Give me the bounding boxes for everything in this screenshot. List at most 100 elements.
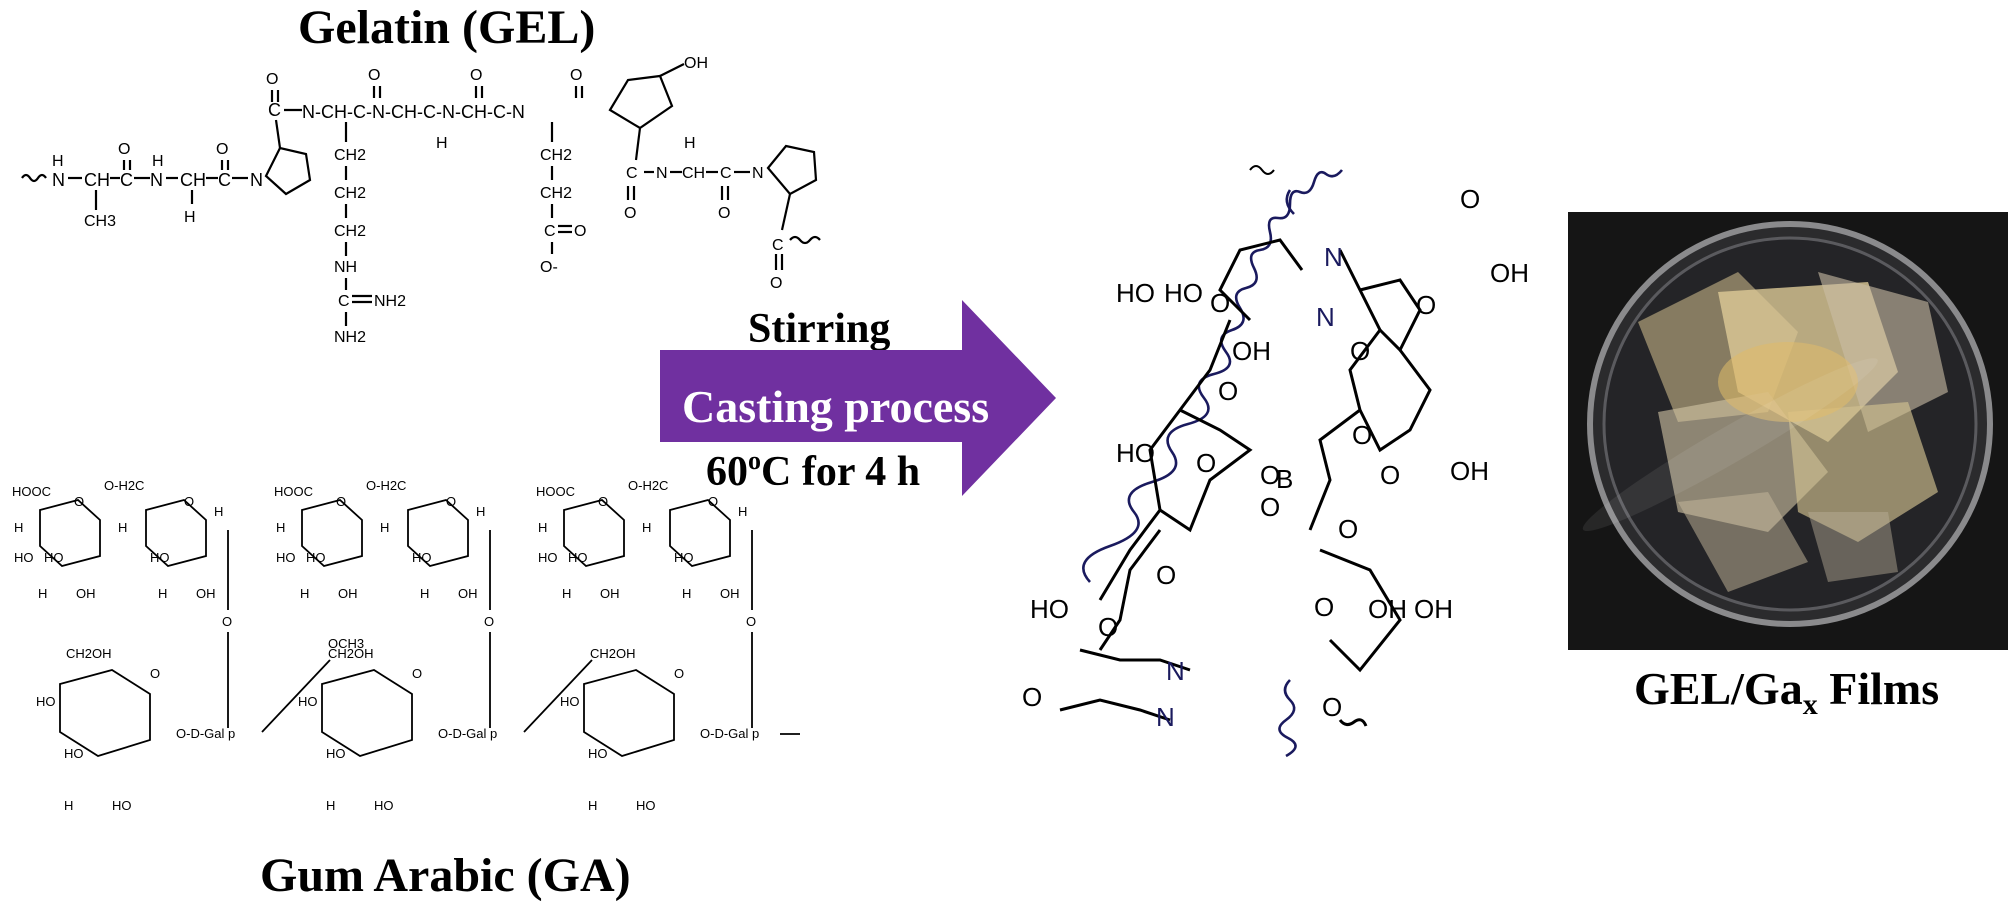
ch2-label: CH2 — [540, 185, 572, 202]
ch2oh-label: CH2OH — [66, 646, 112, 661]
oh-label: OH — [196, 586, 216, 601]
gal-p-label: O-D-Gal p — [176, 726, 235, 741]
gum-arabic-title: Gum Arabic (GA) — [260, 849, 631, 902]
c-label: C — [720, 165, 732, 182]
ho-label: HO — [64, 746, 84, 761]
h-label: H — [14, 520, 23, 535]
temp-suffix: C for 4 h — [761, 449, 921, 495]
o-label: O — [216, 141, 228, 158]
o-label: O — [570, 67, 582, 84]
n-label: N — [752, 165, 764, 182]
ch-label: CH — [180, 170, 206, 190]
ho-label: HO — [14, 550, 34, 565]
films-photo — [1568, 212, 2008, 650]
ch3-label: CH3 — [84, 213, 116, 230]
n-label: N — [656, 165, 668, 182]
c-label: C — [218, 170, 231, 190]
gelatin-structure: N H CH CH3 C O N H CH H C O N C O N-CH-C… — [21, 55, 821, 346]
o-label: O — [1352, 420, 1372, 450]
o-label: O — [624, 205, 636, 222]
o-minus-label: O- — [540, 259, 558, 276]
n-label: N — [150, 170, 163, 190]
ch2-label: CH2 — [334, 185, 366, 202]
o-label: O — [368, 67, 380, 84]
imine-n-label: N — [1324, 242, 1343, 272]
ch2-label: CH2 — [334, 147, 366, 164]
o-label: O — [1350, 336, 1370, 366]
ho-label: HO — [150, 550, 170, 565]
h-label: H — [118, 520, 127, 535]
nh2-label: NH2 — [374, 293, 406, 310]
o-label: O — [1322, 692, 1342, 722]
o-label: O — [1210, 288, 1230, 318]
films-title: GEL/Gax Films — [1634, 666, 1939, 720]
ho-label: HO — [44, 550, 64, 565]
ho-label: HO — [1164, 278, 1203, 308]
film-pieces — [1638, 272, 1948, 592]
o-label: O — [1260, 492, 1280, 522]
casting-arrow-icon — [660, 300, 1056, 496]
temp-value: 60 — [706, 449, 748, 495]
o-label: O — [1460, 184, 1480, 214]
o-label: O — [1156, 560, 1176, 590]
boron-label: B — [1276, 464, 1293, 494]
c-label: C — [338, 293, 350, 310]
oh-label: OH — [1368, 594, 1407, 624]
ch2-label: CH2 — [540, 147, 572, 164]
ga-lower-unit: CH2OH O HO HO HO H O-D-Gal p — [36, 646, 235, 813]
ho-label: HO — [1030, 594, 1069, 624]
oh-label: OH — [684, 55, 708, 72]
films-title-subscript: x — [1802, 688, 1818, 721]
h-label: H — [684, 135, 696, 152]
o-label: O — [150, 666, 160, 681]
o-label: O — [1260, 460, 1280, 490]
c-label: C — [268, 100, 281, 120]
oh-label: OH — [1450, 456, 1489, 486]
h-label: H — [38, 586, 47, 601]
films-title-tail: Films — [1817, 663, 1940, 714]
ga-repeat-unit: HOOC O-H2C O H HO HO OH H O H H HO H OH … — [12, 478, 232, 728]
c-label: C — [544, 223, 556, 240]
o-label: O — [1338, 514, 1358, 544]
h-label: H — [436, 135, 448, 152]
o-label: O — [1218, 376, 1238, 406]
gum-arabic-structure: HOOC O-H2C O H HO HO OH H O H H HO H OH … — [12, 477, 800, 814]
o-label: O — [574, 223, 586, 240]
gelatin-title: Gelatin (GEL) — [298, 1, 596, 54]
o-label: O — [718, 205, 730, 222]
films-title-main: GEL/Ga — [1634, 663, 1803, 714]
o-label: O — [770, 275, 782, 292]
temperature-label: 60oC for 4 h — [706, 446, 921, 495]
n-label: N — [250, 170, 263, 190]
nh2-label: NH2 — [334, 329, 366, 346]
oh-label: OH — [76, 586, 96, 601]
imine-n-label: N — [1156, 702, 1175, 732]
degree-symbol: o — [748, 446, 761, 475]
o-h2c-label: O-H2C — [104, 478, 144, 493]
ch2-label: CH2 — [334, 223, 366, 240]
nh-label: NH — [334, 259, 357, 276]
o-label: O — [74, 494, 84, 509]
o-label: O — [1196, 448, 1216, 478]
ho-label: HO — [1116, 438, 1155, 468]
casting-process-label: Casting process — [682, 381, 990, 432]
h-label: H — [158, 586, 167, 601]
ga-lower-unit — [559, 645, 761, 814]
o-label: O — [266, 71, 278, 88]
oh-label: OH — [1414, 594, 1453, 624]
ga-repeat-unit — [273, 477, 496, 729]
o-label: O — [118, 141, 130, 158]
c-label: C — [772, 237, 784, 254]
ch-label: CH — [682, 165, 705, 182]
o-label: O — [1022, 682, 1042, 712]
n-label: N — [52, 170, 65, 190]
o-label: O — [1314, 592, 1334, 622]
ho-label: HO — [1116, 278, 1155, 308]
ho-label: HO — [112, 798, 132, 813]
oh-label: OH — [1490, 258, 1529, 288]
ho-label: HO — [36, 694, 56, 709]
h-label: H — [52, 153, 64, 170]
h-label: H — [184, 209, 196, 226]
o-label: O — [1380, 460, 1400, 490]
h-label: H — [64, 798, 73, 813]
